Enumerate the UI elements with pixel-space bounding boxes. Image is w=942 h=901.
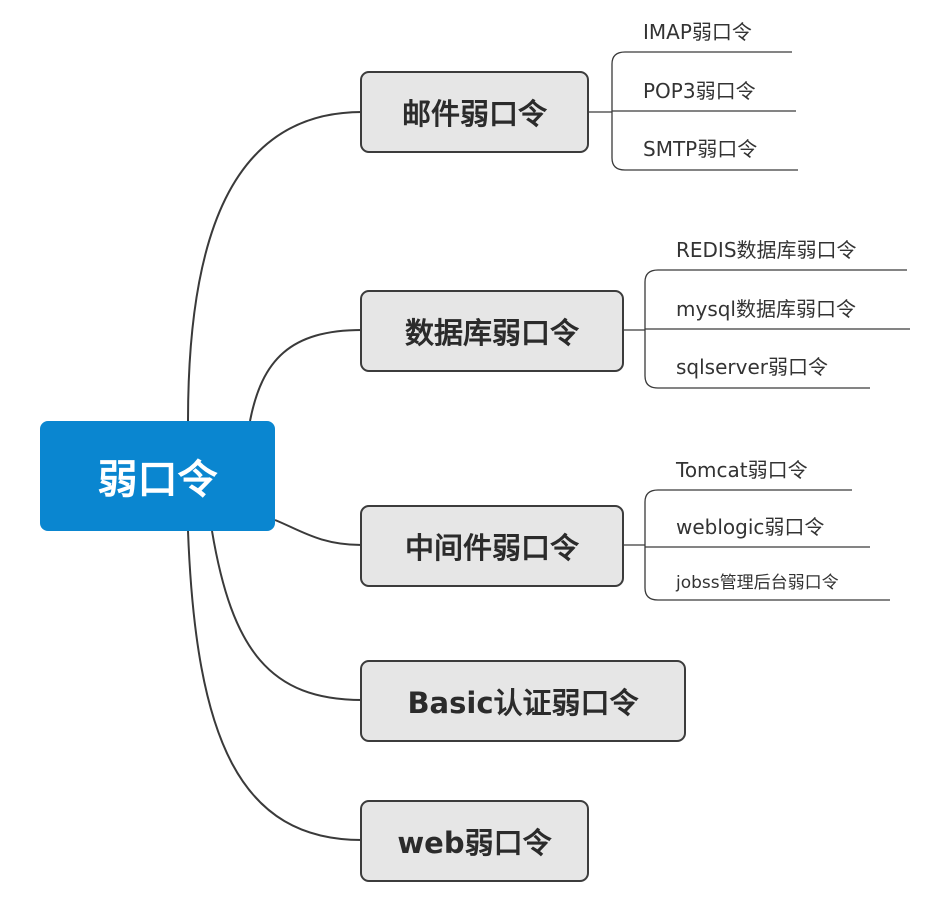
leaf-tomcat[interactable]: Tomcat弱口令: [676, 458, 808, 482]
branch-database[interactable]: 数据库弱口令: [360, 290, 624, 372]
leaf-redis[interactable]: REDIS数据库弱口令: [676, 238, 857, 262]
root-node[interactable]: 弱口令: [40, 421, 275, 531]
leaf-mysql[interactable]: mysql数据库弱口令: [676, 297, 856, 321]
leaf-smtp[interactable]: SMTP弱口令: [643, 137, 758, 161]
connector-root-basic: [211, 530, 363, 701]
leaf-sqlserver[interactable]: sqlserver弱口令: [676, 355, 828, 379]
leaf-imap[interactable]: IMAP弱口令: [643, 20, 752, 44]
branch-web[interactable]: web弱口令: [360, 800, 589, 882]
branch-basic-auth[interactable]: Basic认证弱口令: [360, 660, 686, 742]
connector-root-mail: [187, 111, 363, 422]
connector-root-middleware: [274, 519, 363, 546]
connector-root-database: [249, 329, 363, 422]
leaf-pop3[interactable]: POP3弱口令: [643, 79, 756, 103]
leaf-weblogic[interactable]: weblogic弱口令: [676, 515, 825, 539]
bracket-middleware: [644, 489, 659, 601]
branch-mail[interactable]: 邮件弱口令: [360, 71, 589, 153]
branch-middleware[interactable]: 中间件弱口令: [360, 505, 624, 587]
leaf-jobss[interactable]: jobss管理后台弱口令: [676, 573, 839, 593]
connector-root-web: [187, 530, 363, 841]
